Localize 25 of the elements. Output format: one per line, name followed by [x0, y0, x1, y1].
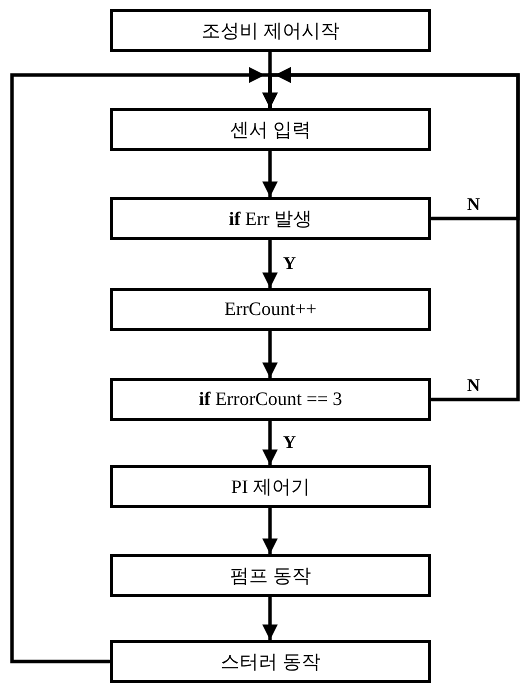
arrow [262, 331, 278, 378]
step-text: 스터러 동작 [220, 650, 320, 674]
arrow [262, 421, 278, 465]
process-box [110, 465, 431, 508]
step-text: 조성비 제어시작 [202, 20, 340, 44]
step-text: if Err 발생 [228, 208, 312, 232]
edge-label: Y [282, 433, 297, 451]
edge-label: Y [282, 254, 297, 272]
process-box [110, 9, 431, 52]
arrow [262, 597, 278, 640]
arrow [262, 508, 278, 554]
step-text: 펌프 동작 [230, 564, 311, 588]
process-box [110, 640, 431, 683]
arrow [262, 240, 278, 288]
step-text: 센서 입력 [230, 118, 311, 142]
process-box [110, 197, 431, 240]
arrow [262, 151, 278, 197]
process-box [110, 554, 431, 597]
process-box [110, 108, 431, 151]
step-text: if ErrorCount == 3 [198, 388, 342, 410]
step-text: ErrCount++ [224, 298, 317, 320]
process-box [110, 378, 431, 421]
step-text: PI 제어기 [231, 476, 310, 500]
arrow [10, 67, 278, 664]
process-box [110, 288, 431, 331]
